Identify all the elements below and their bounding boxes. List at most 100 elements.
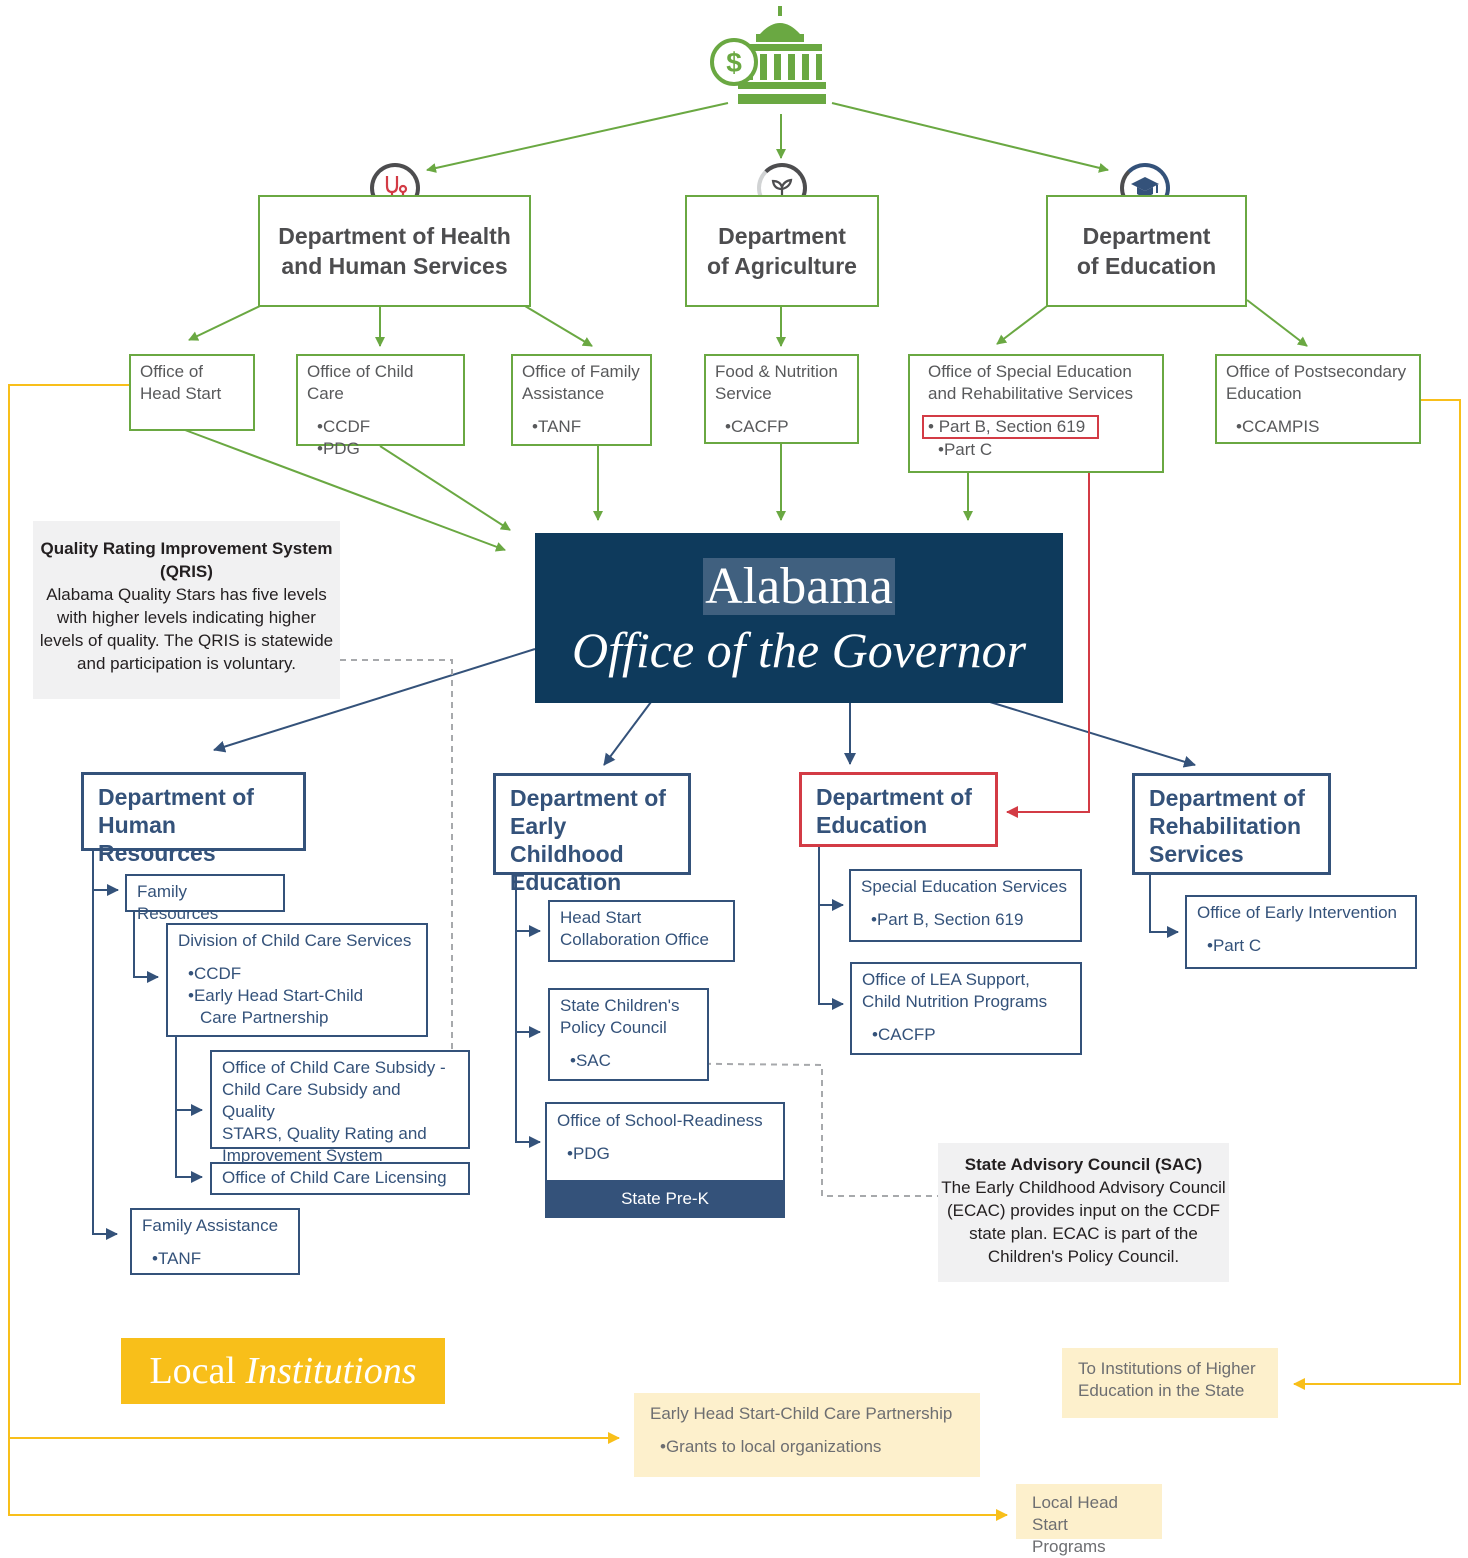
state-ed-special-education-services: Special Education Services Part B, Secti… [849, 869, 1082, 942]
subsidy-line: Improvement System [222, 1146, 383, 1165]
rehab-office-early-intervention: Office of Early Intervention Part C [1185, 895, 1417, 969]
special-ed-line1: Office of Special Education [928, 362, 1132, 381]
state-pre-k-bar: State Pre-K [545, 1180, 785, 1218]
special-ed-line2: and Rehabilitative Services [928, 384, 1134, 403]
postsecondary-line1: Office of Postsecondary [1226, 362, 1407, 381]
federal-hhs-department: Department of Health and Human Services [258, 195, 531, 307]
list-item: SAC [560, 1050, 697, 1072]
state-ed-title-line1: Department of [816, 784, 972, 810]
education-title-line1: Department [1082, 223, 1211, 249]
part-b-label: Part B, Section 619 [938, 417, 1086, 436]
sac-note: State Advisory Council (SAC) The Early C… [938, 1143, 1229, 1282]
subsidy-line: Child Care Subsidy and Quality [222, 1080, 401, 1121]
qris-text-line: and participation is voluntary. [77, 654, 296, 673]
qris-note: Quality Rating Improvement System (QRIS)… [33, 521, 340, 699]
dhr-division-child-care-services: Division of Child Care Services CCDF Ear… [166, 923, 428, 1037]
state-department-early-childhood-education: Department of Early Childhood Education [493, 773, 691, 895]
list-item: TANF [142, 1248, 288, 1270]
dhr-family-assistance: Family Assistance TANF [130, 1208, 300, 1275]
sac-text-line: Children's Policy Council. [987, 1247, 1180, 1266]
federal-office-child-care: Office of Child Care CCDF PDG [296, 354, 465, 458]
dhr-title-line1: Department of [98, 784, 254, 810]
policy-council-line1: State Children's [560, 996, 680, 1015]
subsidy-line: Office of Child Care Subsidy - [222, 1058, 446, 1077]
sac-text-line: state plan. ECAC is part of the [969, 1224, 1198, 1243]
state-ed-office-lea-support: Office of LEA Support, Child Nutrition P… [850, 962, 1082, 1055]
lea-line1: Office of LEA Support, [862, 970, 1030, 989]
policy-council-line2: Policy Council [560, 1018, 667, 1037]
state-department-rehabilitation-services: Department of Rehabilitation Services [1132, 773, 1331, 875]
special-ed-services-title: Special Education Services [861, 877, 1068, 896]
list-item: CCDF [178, 963, 416, 985]
ehs-ccp-title: Early Head Start-Child Care Partnership [650, 1404, 953, 1423]
higher-ed-line2: Education in the State [1078, 1381, 1245, 1400]
list-item-continued: Care Partnership [200, 1008, 329, 1027]
qris-title-line2: (QRIS) [160, 562, 213, 581]
federal-office-food-nutrition: Food & Nutrition Service CACFP [704, 354, 859, 444]
local-ehs-ccp: Early Head Start-Child Care Partnership … [634, 1393, 980, 1477]
licensing-label: Office of Child Care Licensing [222, 1168, 447, 1187]
school-readiness-title: Office of School-Readiness [557, 1111, 763, 1130]
family-assistance-line2: Assistance [522, 384, 605, 403]
list-item: Early Head Start-Child [178, 985, 416, 1007]
rehab-title-line2: Rehabilitation [1149, 813, 1302, 839]
dhr-title-line2: Human Resources [98, 812, 216, 866]
head-start-line1: Office of [140, 362, 203, 381]
qris-text-line: Alabama Quality Stars has five levels [46, 585, 327, 604]
subsidy-line: STARS, Quality Rating and [222, 1124, 427, 1143]
sac-text-line: (ECAC) provides input on the CCDF [946, 1201, 1221, 1220]
hhs-title-line1: Department of Health [278, 223, 511, 249]
local-head-start-line2: Start Programs [1032, 1515, 1106, 1556]
local-head-start-line1: Local Head [1032, 1493, 1119, 1512]
family-assistance-line1: Office of Family [522, 362, 640, 381]
qris-text-line: with higher levels indicating higher [57, 608, 316, 627]
list-item: CCAMPIS [1226, 416, 1410, 438]
svg-text:$: $ [726, 47, 742, 78]
local-head-start-programs: Local Head Start Programs [1016, 1484, 1162, 1556]
agriculture-title-line1: Department [718, 223, 846, 249]
food-nutrition-line1: Food & Nutrition [715, 362, 838, 381]
state-ed-title-line2: Education [816, 812, 928, 838]
institutions-word: Institutions [245, 1350, 417, 1392]
dhr-office-child-care-licensing: Office of Child Care Licensing [210, 1162, 470, 1195]
governor-state-name: Alabama [703, 558, 895, 615]
list-item: CCDF [307, 416, 454, 438]
dece-title-line2: Early Childhood [510, 813, 624, 867]
list-item: Grants to local organizations [650, 1436, 964, 1458]
qris-title-line1: Quality Rating Improvement System [40, 539, 333, 558]
sac-title: State Advisory Council (SAC) [964, 1155, 1203, 1174]
list-item: CACFP [715, 416, 848, 438]
early-intervention-title: Office of Early Intervention [1197, 903, 1398, 922]
governor-office: Alabama Office of the Governor [535, 533, 1063, 703]
family-resources-label: Family Resources [137, 882, 219, 923]
dhr-family-resources: Family Resources [125, 874, 285, 923]
qris-text-line: levels of quality. The QRIS is statewide [39, 631, 334, 650]
dhr-family-assistance-title: Family Assistance [142, 1216, 279, 1235]
rehab-title-line3: Services [1149, 841, 1244, 867]
rehab-title-line1: Department of [1149, 785, 1305, 811]
dece-head-start-collaboration: Head Start Collaboration Office [548, 900, 735, 962]
federal-office-special-education: Office of Special Education and Rehabili… [908, 354, 1164, 473]
federal-office-family-assistance: Office of Family Assistance TANF [511, 354, 652, 446]
local-institutions-banner: Local Institutions [121, 1338, 445, 1404]
list-item: TANF [522, 416, 641, 438]
lea-line2: Child Nutrition Programs [862, 992, 1048, 1011]
postsecondary-line2: Education [1226, 384, 1302, 403]
child-care-title: Office of Child Care [307, 362, 414, 403]
highlighted-part-b-item: • Part B, Section 619 [922, 415, 1153, 439]
dece-title-line1: Department of [510, 785, 666, 811]
federal-office-head-start: Office of Head Start [129, 354, 255, 431]
education-title-line2: of Education [1076, 253, 1217, 279]
local-higher-education: To Institutions of Higher Education in t… [1062, 1348, 1278, 1418]
dece-title-line3: Education [510, 869, 622, 895]
part-b-highlight-box: • Part B, Section 619 [922, 415, 1100, 439]
food-nutrition-line2: Service [715, 384, 772, 403]
dece-state-childrens-policy-council: State Children's Policy Council SAC [548, 988, 709, 1081]
capitol-dollar-icon: $ [710, 6, 830, 110]
list-item: PDG [307, 438, 454, 460]
federal-education-department: Department of Education [1046, 195, 1247, 307]
hhs-title-line2: and Human Services [281, 253, 508, 279]
federal-office-postsecondary: Office of Postsecondary Education CCAMPI… [1215, 354, 1421, 444]
